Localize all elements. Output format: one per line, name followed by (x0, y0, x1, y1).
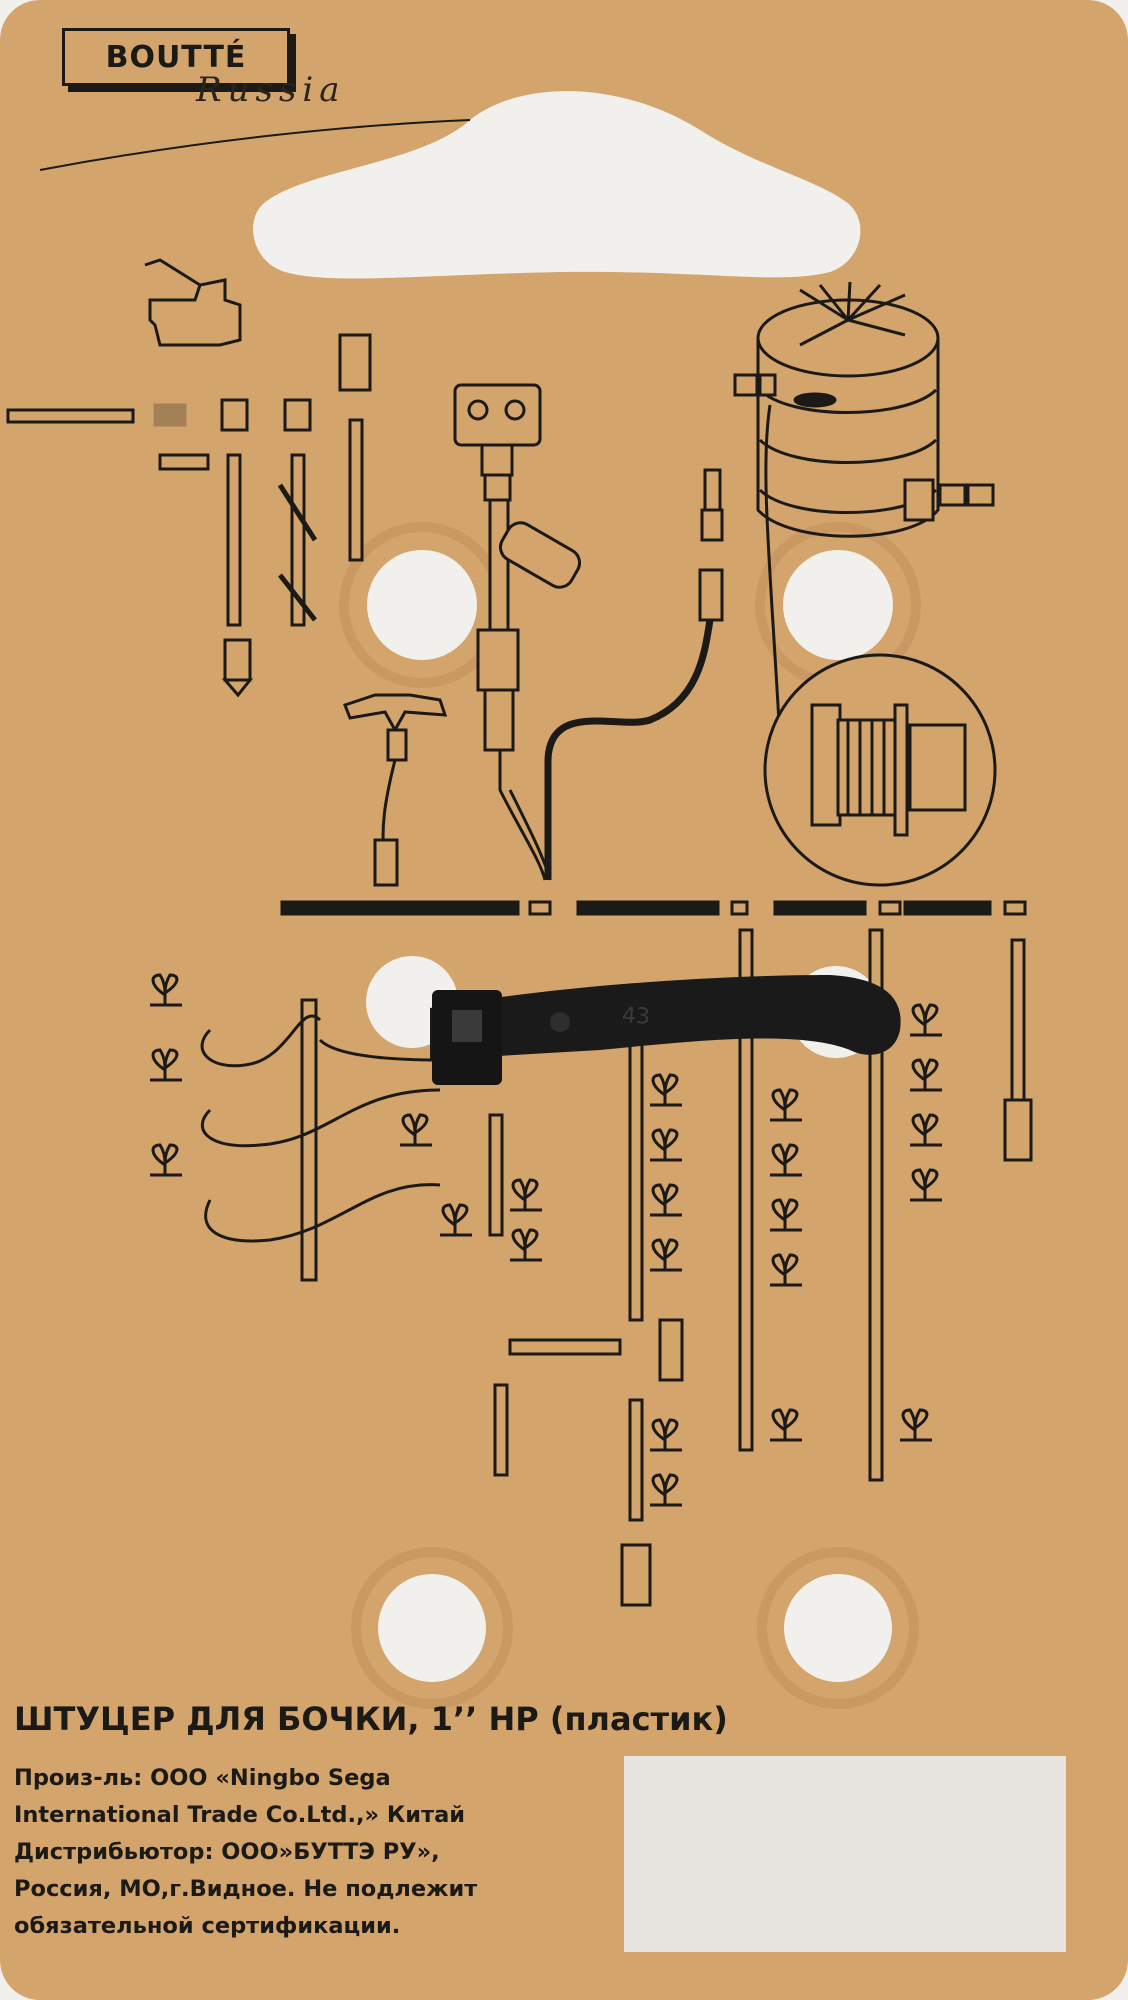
brand-name: BOUTTÉ (105, 39, 247, 75)
info-line: Россия, МО,г.Видное. Не подлежит (14, 1876, 478, 1902)
info-line: Произ-ль: ООО «Ningbo Sega (14, 1765, 391, 1791)
manufacturer-info: Произ-ль: ООО «Ningbo Sega International… (14, 1760, 614, 1945)
brand-signature: Russia (196, 70, 346, 110)
irrigation-schematic (6, 258, 1033, 1607)
brand-logo: BOUTTÉ (62, 28, 290, 86)
info-line: International Trade Co.Ltd.,» Китай (14, 1802, 466, 1828)
info-line: обязательной сертификации. (14, 1913, 401, 1939)
cable-tie (430, 975, 901, 1085)
blank-price-sticker (624, 1756, 1066, 1952)
cable-tie-marking: 43 (621, 1003, 651, 1030)
product-title: ШТУЦЕР ДЛЯ БОЧКИ, 1’’ НР (пластик) (14, 1700, 728, 1738)
info-line: Дистрибьютор: ООО»БУТТЭ РУ», (14, 1839, 440, 1865)
plant-icons (150, 973, 942, 1507)
